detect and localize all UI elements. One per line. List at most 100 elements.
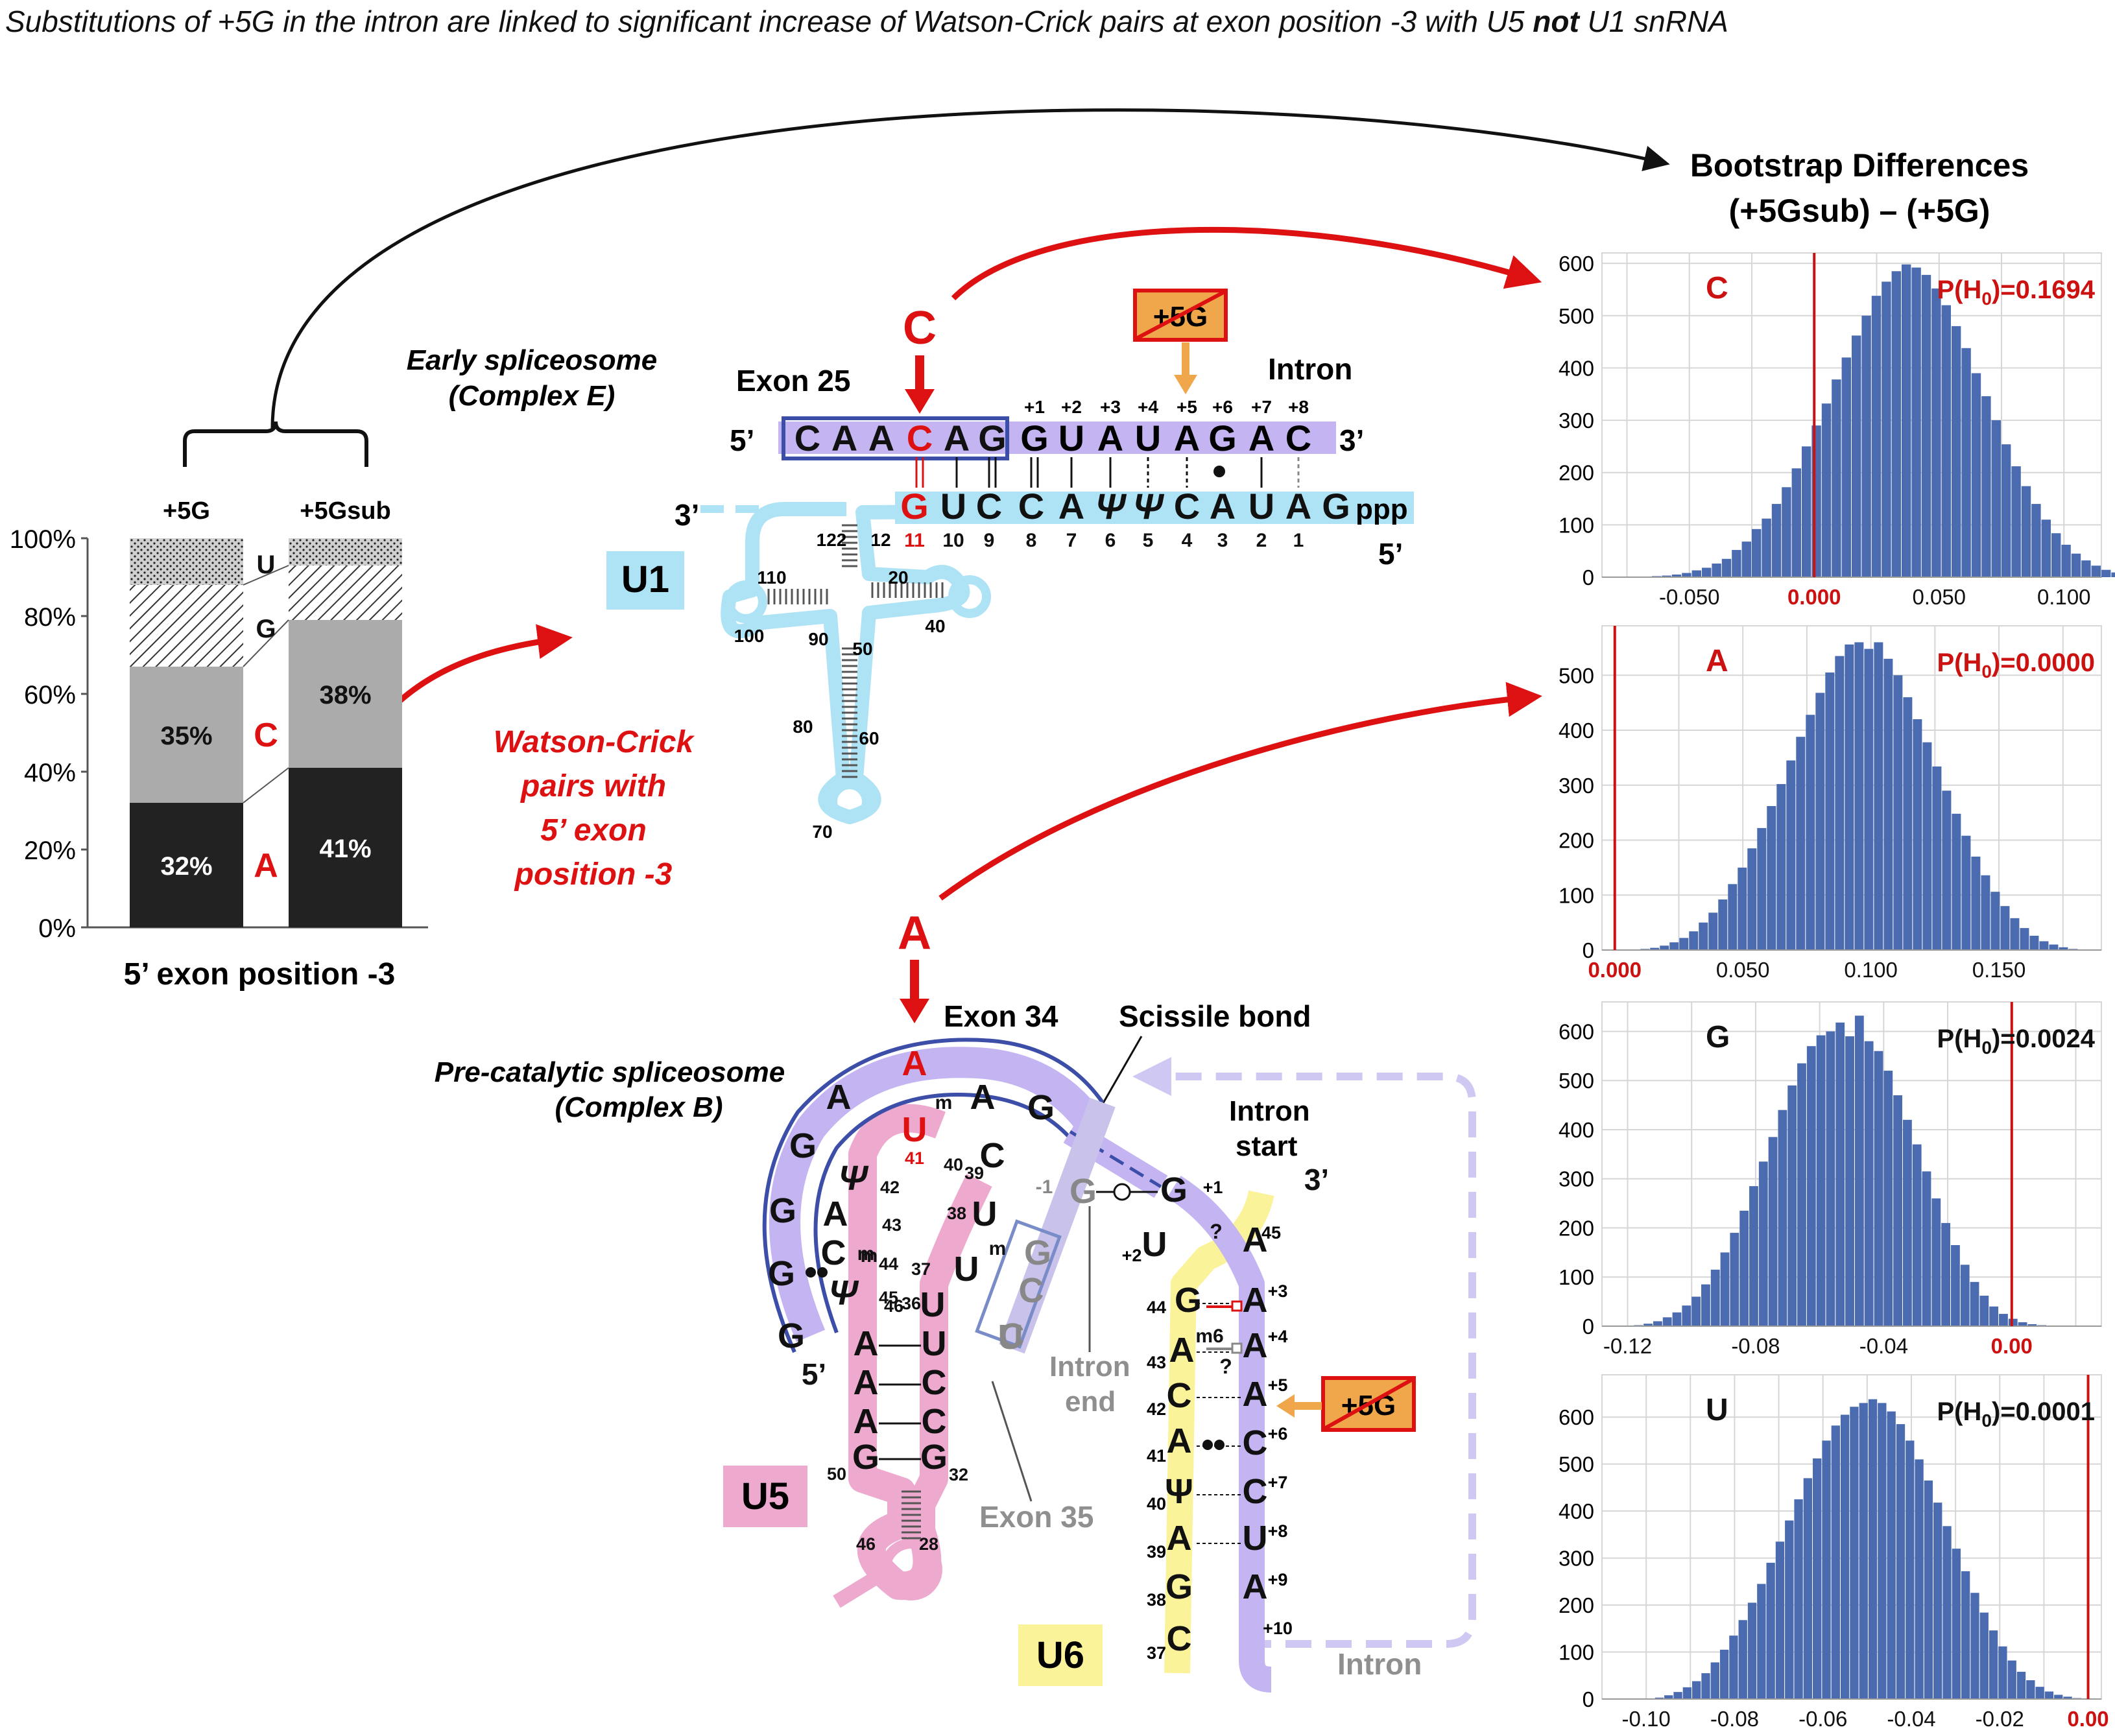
u1-number: 3 [1217, 530, 1228, 551]
histogram-bar [1691, 1296, 1701, 1326]
wobble-dot [1202, 1440, 1213, 1450]
complex-b-title-2: (Complex B) [555, 1091, 723, 1123]
histogram-bar [1931, 1198, 1941, 1326]
u5-base: U [954, 1250, 979, 1289]
u5-base: C [922, 1402, 947, 1441]
histogram-bar [1874, 1051, 1883, 1326]
u1-base: G [1322, 486, 1350, 527]
exon-base: C [795, 418, 820, 458]
histogram-bar [1766, 1562, 1775, 1699]
histogram-bar [1932, 766, 1942, 950]
intron-position: +4 [1268, 1327, 1288, 1346]
u6-number: 39 [1147, 1542, 1166, 1562]
intron-base: G [1208, 418, 1237, 458]
histogram-bar [1762, 518, 1771, 577]
u6-label-box [1018, 1624, 1103, 1686]
u1-ppp: ppp [1356, 493, 1408, 525]
arrow-c-to-hist [951, 226, 1542, 301]
histogram-bar [1721, 558, 1732, 577]
histogram-bar [1933, 1503, 1942, 1699]
u1-label: U1 [621, 558, 669, 600]
mutated-base-a: A [898, 907, 931, 959]
wc-line4: position -3 [514, 857, 673, 892]
bar-series-label: G [256, 615, 276, 643]
histogram-bar [1794, 1499, 1803, 1699]
exon-base: A [944, 418, 970, 458]
u1-loop-right [948, 575, 991, 618]
histogram-bar [1757, 827, 1767, 950]
histogram-bar [1747, 1602, 1757, 1699]
u1-base: A [1210, 486, 1236, 527]
histogram-bar [1874, 642, 1883, 950]
histogram-bar [1775, 1541, 1785, 1699]
bar-ytick-label: 0% [38, 914, 76, 943]
intron-position: +6 [1212, 397, 1233, 417]
intron-position: +2 [1122, 1246, 1142, 1265]
histogram-bar [1738, 1620, 1747, 1699]
watson-crick-annotation: Watson-Crick pairs with 5’ exon position… [494, 725, 695, 892]
histogram-ytick-label: 300 [1559, 1167, 1594, 1191]
c-down-arrowhead [905, 389, 935, 414]
intron-label-b: Intron [1337, 1647, 1422, 1681]
intron-base: U [1142, 1225, 1167, 1264]
intron-base: G [1020, 418, 1049, 458]
histogram-bar [2054, 1694, 2063, 1699]
histogram-bar [1682, 573, 1691, 577]
histogram-bar [1979, 1296, 1989, 1326]
histogram-bar [1710, 1662, 1719, 1699]
intron-position: +8 [1268, 1521, 1288, 1541]
intron-position: +9 [1268, 1570, 1288, 1589]
u1-structure-number: 80 [793, 717, 813, 737]
histogram-ytick-label: 200 [1559, 1216, 1594, 1240]
title-emphasis: not [1533, 5, 1579, 38]
histogram-bar [1747, 848, 1757, 950]
u5-label: U5 [741, 1475, 789, 1517]
histogram-bar [1785, 1520, 1794, 1699]
histogram-bar [1852, 335, 1861, 577]
histogram-bar [1991, 420, 2001, 577]
u1-number: 2 [1256, 530, 1267, 551]
intron-base: A [1243, 1220, 1268, 1259]
complex-b-annotation: ? [1219, 1355, 1232, 1378]
histogram-bar [1672, 1312, 1682, 1326]
p-value: P(H0)=0.0024 [1937, 1025, 2096, 1058]
histogram-bar [2029, 935, 2039, 950]
histogram-bar [1699, 922, 1708, 950]
bar-value-label: 35% [160, 722, 212, 750]
histogram-bar [1864, 648, 1874, 950]
histogram-bar [1803, 1478, 1813, 1699]
exon34-base: G [778, 1316, 805, 1355]
bar-segment-c [289, 620, 402, 768]
histogram-ytick-label: 400 [1559, 719, 1594, 743]
histogram-bar [1861, 315, 1871, 577]
u6-base: G [1165, 1567, 1193, 1606]
u1-base: C [976, 486, 1002, 527]
u5-number: 38 [947, 1204, 966, 1223]
u6-number: 42 [1147, 1399, 1166, 1419]
complex-b-diagram: Pre-catalytic spliceosome (Complex B) Ex… [435, 907, 1476, 1693]
histogram-bar [2051, 533, 2061, 577]
histogram-bar [1776, 784, 1786, 950]
histogram-bar [1826, 1031, 1835, 1326]
histogram-bar [1778, 1110, 1787, 1326]
histogram-bar [1825, 672, 1835, 950]
u1-base: Ψ [1133, 486, 1165, 527]
u1-5prime: 5’ [1378, 537, 1403, 571]
bar-series-label: A [254, 847, 278, 885]
scissile-dashed [1069, 1130, 1162, 1189]
u1-base: C [1018, 486, 1044, 527]
u5-base: C [922, 1363, 947, 1402]
complex-b-annotation: 5’ [802, 1357, 826, 1391]
exon34-outline-outer [762, 1038, 1105, 1353]
u1-base: C [1174, 486, 1200, 527]
u5-number: 42 [880, 1178, 900, 1197]
histogram-bar [1924, 1480, 1933, 1699]
arrow-a-to-hist [938, 682, 1542, 901]
exon-base: A [831, 418, 857, 458]
histogram-bar [1691, 570, 1701, 577]
bar-ytick-label: 80% [24, 603, 76, 632]
intron-base: A [1249, 418, 1274, 458]
u5-number: 41 [905, 1148, 924, 1168]
wobble-dot [1214, 1440, 1225, 1450]
